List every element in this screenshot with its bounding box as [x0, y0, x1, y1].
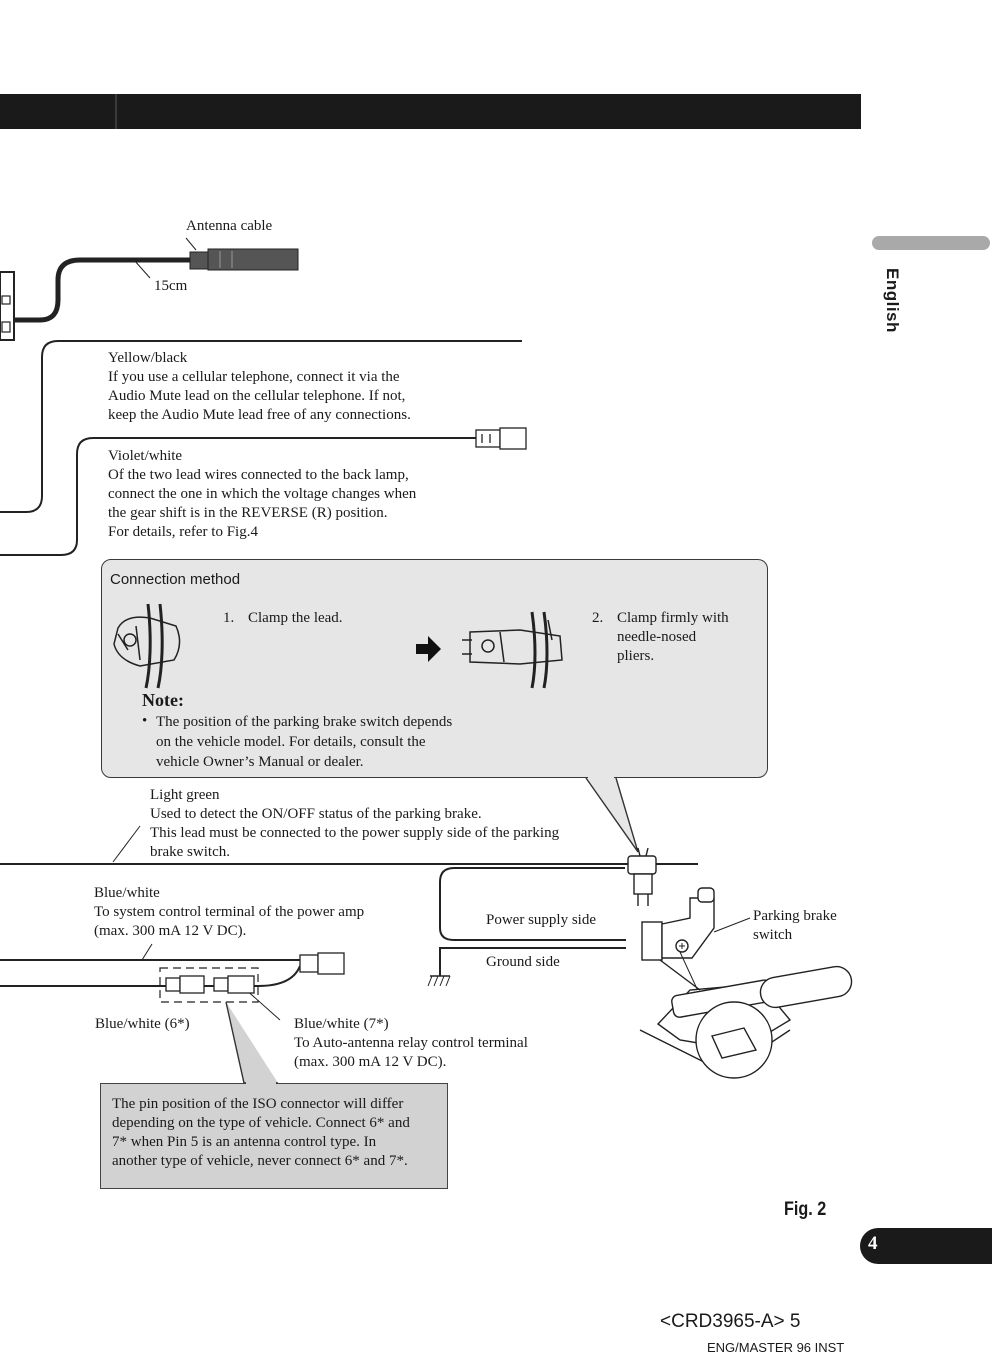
parking-brake-switch-line: switch — [753, 927, 793, 943]
power-supply-side-label: Power supply side — [486, 912, 596, 928]
violet-white-line: Of the two lead wires connected to the b… — [108, 467, 409, 483]
iso-note-line: depending on the type of vehicle. Connec… — [112, 1115, 410, 1131]
yellow-black-title: Yellow/black — [108, 350, 188, 366]
step-2-line: needle-nosed — [617, 629, 697, 645]
step-2-line: pliers. — [617, 648, 655, 664]
violet-white-title: Violet/white — [108, 448, 183, 464]
note-title: Note: — [142, 690, 184, 710]
yellow-black-line: keep the Audio Mute lead free of any con… — [108, 407, 411, 423]
yellow-black-text: Yellow/black If you use a cellular telep… — [108, 349, 411, 425]
arrow-right-icon — [416, 636, 441, 662]
blue-white-line: (max. 300 mA 12 V DC). — [94, 923, 247, 939]
light-green-text: Light green Used to detect the ON/OFF st… — [150, 786, 559, 862]
iso-note-text: The pin position of the ISO connector wi… — [112, 1095, 410, 1171]
light-green-line: brake switch. — [150, 844, 230, 860]
figure-label: Fig. 2 — [784, 1199, 827, 1220]
step-1-text: Clamp the lead. — [248, 610, 343, 626]
blue-white-title: Blue/white — [94, 885, 160, 901]
parking-brake-switch-label: Parking brake switch — [753, 907, 837, 945]
note-line: The position of the parking brake switch… — [156, 714, 453, 730]
iso-note-line: 7* when Pin 5 is an antenna control type… — [112, 1134, 377, 1150]
note-text: The position of the parking brake switch… — [156, 712, 452, 772]
light-green-title: Light green — [150, 787, 220, 803]
light-green-lead — [0, 825, 698, 865]
connection-method-heading: Connection method — [110, 571, 241, 588]
violet-white-line: For details, refer to Fig.4 — [108, 524, 258, 540]
step-2-number: 2. — [592, 610, 604, 626]
antenna-cable-label: Antenna cable — [186, 218, 273, 234]
clamp-illustration-2 — [462, 611, 563, 689]
yellow-black-connector — [475, 427, 527, 450]
light-green-line: This lead must be connected to the power… — [150, 825, 560, 841]
step-2-text: Clamp firmly with needle-nosed pliers. — [617, 609, 729, 666]
violet-white-line: the gear shift is in the REVERSE (R) pos… — [108, 505, 388, 521]
violet-white-text: Violet/white Of the two lead wires conne… — [108, 447, 416, 542]
wire-clamp-drawing — [627, 847, 657, 906]
handbrake-drawing — [639, 959, 853, 1079]
parking-brake-wiring — [427, 867, 626, 987]
connection-method-box — [101, 559, 768, 778]
parking-brake-switch-drawing — [641, 887, 751, 1031]
blue-white-text: Blue/white To system control terminal of… — [94, 884, 364, 941]
note-bullet: • — [142, 713, 148, 729]
step-2-line: Clamp firmly with — [617, 610, 729, 626]
page-number: 4 — [868, 1233, 878, 1254]
note-line: on the vehicle model. For details, consu… — [156, 734, 426, 750]
header-divider — [115, 94, 117, 129]
language-tab-pill — [872, 236, 990, 250]
violet-white-line: connect the one in which the voltage cha… — [108, 486, 417, 502]
note-line: vehicle Owner’s Manual or dealer. — [156, 754, 364, 770]
blue-white-7-text: Blue/white (7*) To Auto-antenna relay co… — [294, 1015, 528, 1072]
antenna-cable-drawing — [0, 237, 299, 341]
footer-master: ENG/MASTER 96 INST — [707, 1340, 845, 1355]
yellow-black-line: If you use a cellular telephone, connect… — [108, 369, 400, 385]
blue-white-6-label: Blue/white (6*) — [95, 1016, 190, 1032]
page-number-tab: 4 — [860, 1228, 992, 1264]
parking-brake-switch-line: Parking brake — [753, 908, 837, 924]
clamp-illustration-1 — [113, 603, 181, 689]
ground-side-label: Ground side — [486, 954, 560, 970]
light-green-line: Used to detect the ON/OFF status of the … — [150, 806, 482, 822]
footer-code: <CRD3965-A> 5 — [660, 1311, 801, 1332]
iso-note-line: another type of vehicle, never connect 6… — [112, 1153, 408, 1169]
blue-white-line: To system control terminal of the power … — [94, 904, 365, 920]
blue-white-7-title: Blue/white (7*) — [294, 1016, 389, 1032]
blue-white-7-line: (max. 300 mA 12 V DC). — [294, 1054, 447, 1070]
step-1-number: 1. — [223, 610, 235, 626]
blue-white-lead — [0, 943, 304, 1021]
blue-white-connectors — [165, 952, 345, 994]
yellow-black-line: Audio Mute lead on the cellular telephon… — [108, 388, 406, 404]
header-bar — [0, 94, 861, 129]
lead-wires-top — [0, 340, 522, 556]
antenna-length-label: 15cm — [154, 278, 188, 294]
iso-note-line: The pin position of the ISO connector wi… — [112, 1096, 404, 1112]
blue-white-7-line: To Auto-antenna relay control terminal — [294, 1035, 528, 1051]
